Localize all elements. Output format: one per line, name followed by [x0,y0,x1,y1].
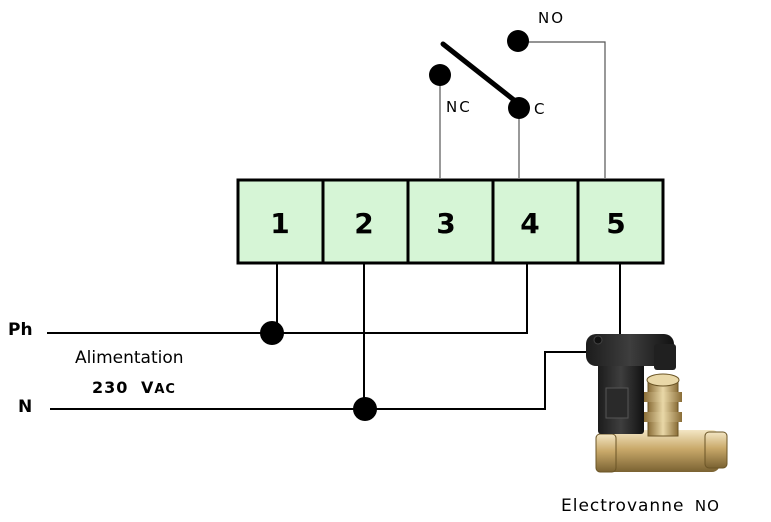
supply-voltage: 230 VAC [92,378,176,397]
contact-no-dot [507,30,529,52]
contact-c-dot [508,97,530,119]
junction-neutral-dot [353,397,377,421]
solenoid-valve-image [586,334,728,473]
terminal-1-label: 1 [270,207,289,240]
terminal-2-label: 2 [354,207,373,240]
phase-label: Ph [8,320,33,340]
switch-lever [440,41,522,107]
neutral-label: N [18,397,33,417]
valve-label: Electrovanne NO [561,496,720,516]
wire-no-to-5 [520,41,606,178]
switch-wires [439,41,606,178]
terminal-3-label: 3 [436,207,455,240]
voltage-unit-v: V [140,378,155,397]
wire-phase [47,263,528,334]
terminal-5-label: 5 [606,207,625,240]
supply-label: Alimentation [75,348,184,368]
wire-neutral [50,351,610,410]
terminal-1-box [236,178,325,265]
terminal-3-box [406,178,495,265]
c-label: C [534,100,547,118]
contact-nc-dot [429,64,451,86]
valve-type: NO [694,497,720,515]
voltage-unit-ac: AC [154,382,176,397]
power-wires [47,263,621,410]
terminal-2-box [321,178,410,265]
junction-phase-dot [260,321,284,345]
valve-name: Electrovanne [561,496,685,516]
terminal-block: 1 2 3 4 5 [236,178,665,265]
voltage-number: 230 [92,378,129,397]
no-label: NO [538,9,566,27]
terminal-4-label: 4 [520,207,539,240]
terminal-4-box [491,178,580,265]
nc-label: NC [446,98,472,116]
